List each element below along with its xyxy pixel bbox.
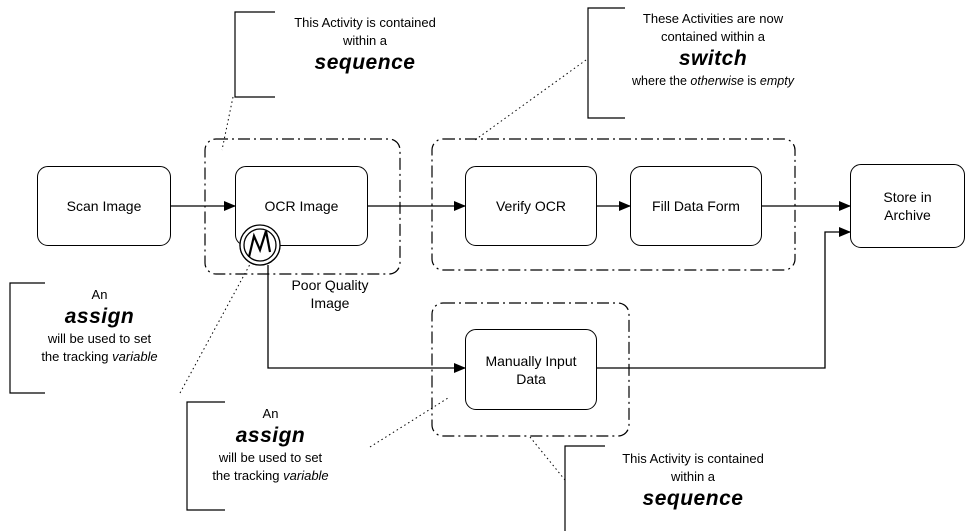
annotation-top-sequence-line2: within a bbox=[342, 33, 388, 48]
leader-top-sequence bbox=[221, 96, 234, 151]
annotation-bottom-assign-keyword: assign bbox=[235, 424, 306, 447]
annotation-left-assign-keyword: assign bbox=[64, 305, 135, 328]
node-fill-data-form-label: Fill Data Form bbox=[652, 198, 740, 214]
annotation-left-assign-line3: the tracking variable bbox=[41, 349, 158, 364]
annotation-bottom-assign-line3: the tracking variable bbox=[212, 468, 329, 483]
annotation-switch: These Activities are now contained withi… bbox=[578, 10, 848, 90]
node-manually-input-data[interactable]: Manually Input Data bbox=[465, 329, 597, 410]
leader-bottom-sequence bbox=[529, 436, 566, 481]
node-store-in-archive-label: Store in Archive bbox=[883, 189, 932, 223]
node-verify-ocr-label: Verify OCR bbox=[495, 198, 566, 214]
annotation-bottom-assign: An assign will be used to set the tracki… bbox=[183, 405, 358, 485]
annotation-bottom-assign-line2: will be used to set bbox=[218, 450, 323, 465]
edge-manual-to-store bbox=[597, 227, 851, 369]
leader-bottom-assign bbox=[369, 397, 449, 448]
node-ocr-image[interactable]: OCR Image bbox=[235, 166, 368, 246]
annotation-bottom-sequence-line2: within a bbox=[670, 469, 716, 484]
leader-switch bbox=[474, 59, 587, 141]
bracket-left-assign bbox=[9, 282, 45, 394]
annotation-left-assign-line2: will be used to set bbox=[47, 331, 152, 346]
node-verify-ocr[interactable]: Verify OCR bbox=[465, 166, 597, 246]
annotation-bottom-assign-line1: An bbox=[262, 406, 279, 421]
switch-group bbox=[431, 138, 796, 271]
edge-error-to-manual bbox=[267, 265, 466, 373]
node-ocr-image-label: OCR Image bbox=[264, 198, 339, 214]
bracket-switch bbox=[587, 7, 625, 119]
node-fill-data-form[interactable]: Fill Data Form bbox=[630, 166, 762, 246]
sequence-group-manual bbox=[431, 302, 630, 437]
node-store-in-archive[interactable]: Store in Archive bbox=[850, 164, 965, 248]
annotation-top-sequence-keyword: sequence bbox=[314, 51, 416, 74]
flow-connectors bbox=[171, 201, 851, 373]
annotation-switch-line3: where the otherwise is empty bbox=[632, 74, 794, 88]
bracket-bottom-assign bbox=[186, 401, 225, 511]
annotation-top-sequence: This Activity is contained within a sequ… bbox=[245, 14, 485, 76]
annotation-bottom-sequence-keyword: sequence bbox=[642, 487, 744, 510]
annotation-left-assign: An assign will be used to set the tracki… bbox=[12, 286, 187, 366]
bracket-bottom-sequence bbox=[564, 445, 605, 531]
node-manually-input-data-label: Manually Input Data bbox=[485, 352, 577, 387]
node-scan-image-label: Scan Image bbox=[66, 198, 142, 214]
annotation-switch-line2: contained within a bbox=[660, 29, 766, 44]
annotation-bottom-sequence-line1: This Activity is contained bbox=[622, 451, 764, 466]
error-event-label: Poor Quality Image bbox=[291, 277, 369, 311]
node-scan-image[interactable]: Scan Image bbox=[37, 166, 171, 246]
annotation-leaders bbox=[179, 59, 587, 481]
leader-left-assign bbox=[179, 254, 256, 394]
annotation-left-assign-line1: An bbox=[91, 287, 108, 302]
bracket-top-sequence bbox=[234, 11, 275, 98]
annotation-bottom-sequence: This Activity is contained within a sequ… bbox=[573, 450, 813, 512]
annotation-top-sequence-line1: This Activity is contained bbox=[294, 15, 436, 30]
annotation-switch-keyword: switch bbox=[678, 47, 748, 70]
annotation-switch-line1: These Activities are now bbox=[642, 11, 784, 26]
annotation-brackets bbox=[9, 7, 625, 531]
